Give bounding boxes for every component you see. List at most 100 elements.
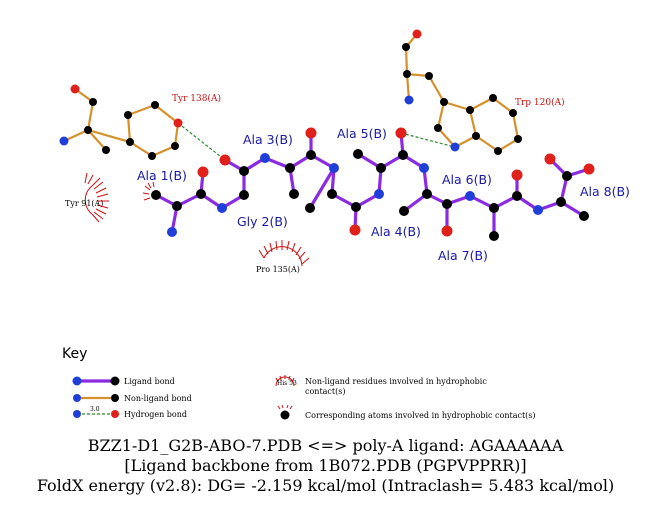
oxygen-atom xyxy=(219,154,231,166)
oxygen-atom xyxy=(511,169,523,181)
carbon-atom xyxy=(494,147,502,155)
carbon-atom xyxy=(306,150,316,160)
nitrogen-atom xyxy=(260,153,270,163)
label-ala8: Ala 8(B) xyxy=(580,184,630,199)
carbon-atom xyxy=(285,163,295,173)
carbon-atom xyxy=(489,231,499,241)
carbon-atom xyxy=(556,197,566,207)
label-ala3: Ala 3(B) xyxy=(243,132,293,147)
residue-labels: Tyr 138(A) Trp 120(A) Tyr 91(A) Pro 135(… xyxy=(65,93,565,274)
tyr138-atoms xyxy=(59,84,183,160)
label-ala1: Ala 1(B) xyxy=(137,168,187,183)
key-ligand-bond-label: Ligand bond xyxy=(124,377,175,386)
carbon-atom xyxy=(442,199,452,209)
hbond-tyr138-ala3 xyxy=(177,122,226,161)
tyr91-spokes xyxy=(84,172,109,223)
key-nonligand-bond: Non-ligand bond xyxy=(73,394,192,403)
key-hydrophobic-residue-text: Non-ligand residues involved in hydropho… xyxy=(305,377,487,386)
ligand-bonds xyxy=(154,131,591,238)
label-pro135: Pro 135(A) xyxy=(256,265,300,274)
key-hydrophobic-atoms: Corresponding atoms involved in hydropho… xyxy=(277,404,536,420)
carbon-atom xyxy=(562,171,572,181)
carbon-atom xyxy=(434,124,442,132)
trp120-atoms xyxy=(402,29,522,155)
label-ala5: Ala 5(B) xyxy=(337,126,387,141)
carbon-atom xyxy=(239,190,249,200)
carbon-atom xyxy=(172,201,182,211)
oxygen-atom xyxy=(173,118,183,128)
ligand-labels: Ala 1(B) Gly 2(B) Ala 3(B) Ala 4(B) Ala … xyxy=(137,126,630,263)
oxygen-atom xyxy=(197,166,209,178)
key-hydrogen-bond: 3.0 Hydrogen bond xyxy=(73,406,187,419)
carbon-atom xyxy=(512,191,522,201)
trp120-bonds xyxy=(404,32,520,153)
hydrophobic-arcs xyxy=(84,172,310,267)
carbon-atom xyxy=(579,211,589,221)
carbon-atom xyxy=(239,166,249,176)
hydrogen-bonds xyxy=(177,122,456,161)
carbon-atom xyxy=(402,43,410,51)
nitrogen-atom xyxy=(217,203,227,213)
nitrogen-atom xyxy=(465,191,475,201)
carbon-atom xyxy=(466,106,474,114)
caption-line-1: BZZ1-D1_G2B-ABO-7.PDB <=> poly-A ligand:… xyxy=(87,436,564,455)
interaction-diagram: Ala 1(B) Gly 2(B) Ala 3(B) Ala 4(B) Ala … xyxy=(59,29,630,420)
carbon-atom xyxy=(196,189,206,199)
oxygen-atom xyxy=(349,224,361,236)
key-title: Key xyxy=(62,346,87,362)
key-hydrophobic-residue-label: Non-ligand residues involved in hydropho… xyxy=(305,377,489,396)
carbon-atom xyxy=(403,70,411,78)
carbon-atom xyxy=(124,111,132,119)
carbon-atom xyxy=(171,142,179,150)
carbon-atom xyxy=(327,189,337,199)
carbon-atom xyxy=(376,163,386,173)
key-hydrophobic-atoms-label: Corresponding atoms involved in hydropho… xyxy=(305,411,536,420)
ligand-atoms xyxy=(151,127,595,241)
tyr138-bonds xyxy=(62,87,180,158)
nitrogen-atom xyxy=(404,95,414,105)
key-hydrophobic-residue-text-2: contact(s) xyxy=(305,387,345,396)
carbon-atom xyxy=(514,135,522,143)
carbon-atom xyxy=(353,149,363,159)
carbon-atom xyxy=(151,190,161,200)
key-legend: Key Ligand bond Non-ligand bond 3.0 Hydr… xyxy=(62,346,536,420)
tyr91-arc xyxy=(84,185,93,215)
carbon-atom xyxy=(489,203,499,213)
oxygen-atom xyxy=(395,127,407,139)
ala1-contact-spokes xyxy=(142,181,155,201)
hbond-ala5-trp120 xyxy=(400,132,456,148)
nitrogen-atom xyxy=(450,142,460,152)
carbon-atom xyxy=(102,146,110,154)
carbon-atom xyxy=(89,98,97,106)
key-hbond-length: 3.0 xyxy=(90,406,100,413)
caption-line-3: FoldX energy (v2.8): DG= -2.159 kcal/mol… xyxy=(36,476,615,495)
pro135-spokes xyxy=(258,240,310,265)
oxygen-atom xyxy=(544,153,556,165)
key-his-example: His 53 xyxy=(277,380,297,387)
carbon-atom xyxy=(509,109,517,117)
pro135-arc xyxy=(263,246,303,267)
label-tyr138: Tyr 138(A) xyxy=(172,93,221,104)
carbon-atom xyxy=(440,98,448,106)
key-hydrophobic-residue: His 53 Non-ligand residues involved in h… xyxy=(275,375,489,396)
label-gly2: Gly 2(B) xyxy=(237,214,288,229)
nitrogen-atom xyxy=(533,205,543,215)
carbon-atom xyxy=(422,189,432,199)
oxygen-atom xyxy=(412,29,422,39)
oxygen-atom xyxy=(441,225,453,237)
carbon-atom xyxy=(425,72,433,80)
nitrogen-atom xyxy=(329,163,339,173)
nitrogen-atom xyxy=(59,136,69,146)
label-tyr91: Tyr 91(A) xyxy=(65,199,103,208)
carbon-atom xyxy=(398,150,408,160)
carbon-atom xyxy=(489,94,497,102)
carbon-atom xyxy=(126,138,134,146)
label-ala7: Ala 7(B) xyxy=(438,248,488,263)
nitrogen-atom xyxy=(167,227,177,237)
carbon-atom xyxy=(305,203,315,213)
label-trp120: Trp 120(A) xyxy=(515,97,565,108)
carbon-atom xyxy=(84,126,92,134)
carbon-atom xyxy=(351,202,361,212)
carbon-atom xyxy=(148,152,156,160)
